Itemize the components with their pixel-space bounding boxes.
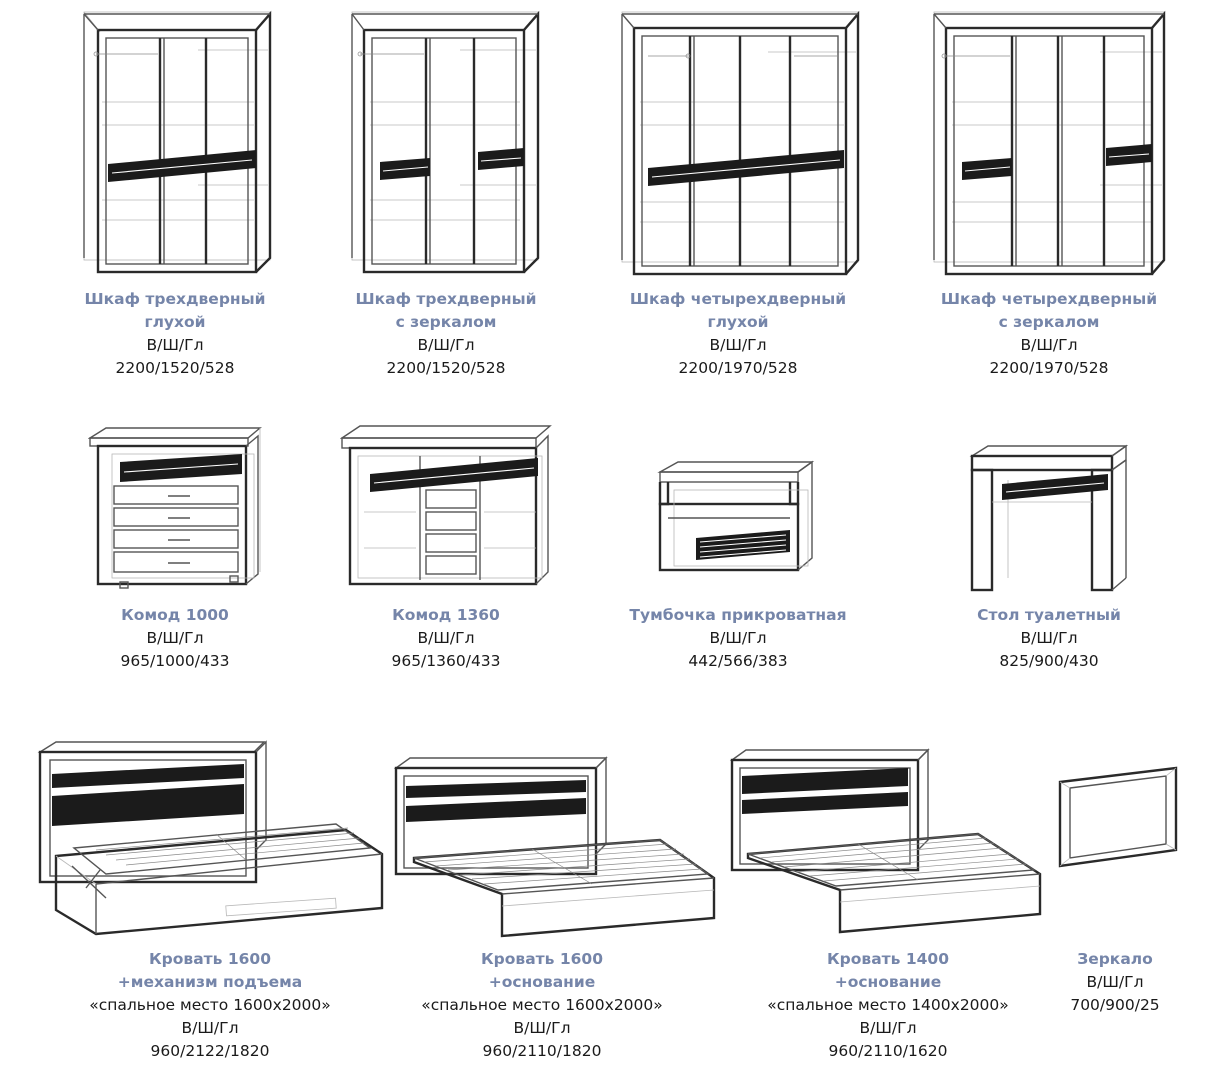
dimensions-label: В/Ш/Гл — [1086, 973, 1144, 991]
product-name: Шкаф трехдверный — [355, 290, 537, 308]
dimensions-label: В/Ш/Гл — [1020, 336, 1078, 354]
dimensions-label: В/Ш/Гл — [513, 1019, 571, 1037]
product-name: Кровать 1400 — [826, 950, 949, 968]
product-name: +основание — [834, 973, 942, 991]
dimensions-value: 960/2110/1820 — [482, 1042, 602, 1060]
wardrobe-3-door-mirror-icon — [351, 10, 540, 274]
dimensions-label: В/Ш/Гл — [417, 336, 475, 354]
dimensions-value: 960/2122/1820 — [150, 1042, 270, 1060]
dimensions-value: 965/1360/433 — [391, 652, 501, 670]
product-name: +основание — [488, 973, 596, 991]
dimensions-label: В/Ш/Гл — [146, 336, 204, 354]
dimensions-label: В/Ш/Гл — [146, 629, 204, 647]
dimensions-label: В/Ш/Гл — [417, 629, 475, 647]
dimensions-label: В/Ш/Гл — [709, 336, 767, 354]
sleeping-area: «спальное место 1600х2000» — [89, 996, 331, 1014]
product-name: Шкаф четырехдверный — [629, 290, 847, 308]
product-name: Зеркало — [1077, 950, 1153, 968]
dimensions-value: 2200/1520/528 — [115, 359, 235, 377]
bedside-table-icon — [657, 460, 815, 572]
dimensions-value: 700/900/25 — [1070, 996, 1160, 1014]
wardrobe-4-door-mirror-icon — [933, 10, 1166, 276]
product-name: Тумбочка прикроватная — [629, 606, 847, 624]
sleeping-area: «спальное место 1400х2000» — [767, 996, 1009, 1014]
dimensions-value: 825/900/430 — [999, 652, 1099, 670]
dimensions-label: В/Ш/Гл — [181, 1019, 239, 1037]
dimensions-value: 2200/1970/528 — [678, 359, 798, 377]
product-name: Шкаф четырехдверный — [940, 290, 1158, 308]
dimensions-value: 965/1000/433 — [120, 652, 230, 670]
product-name: глухой — [707, 313, 769, 331]
bed-base-icon — [393, 756, 716, 938]
product-name: глухой — [144, 313, 206, 331]
product-name: Комод 1000 — [121, 606, 229, 624]
dimensions-label: В/Ш/Гл — [859, 1019, 917, 1037]
chest-of-drawers-icon — [88, 427, 262, 589]
dressing-table-icon — [969, 444, 1129, 592]
dimensions-value: 960/2110/1620 — [828, 1042, 948, 1060]
product-name: +механизм подъема — [117, 973, 303, 991]
product-name: Шкаф трехдверный — [84, 290, 266, 308]
dimensions-value: 2200/1520/528 — [386, 359, 506, 377]
dimensions-value: 2200/1970/528 — [989, 359, 1109, 377]
product-name: Комод 1360 — [392, 606, 500, 624]
product-name: Стол туалетный — [977, 606, 1121, 624]
product-name: с зеркалом — [998, 313, 1100, 331]
bed-lift-icon — [37, 740, 384, 936]
bed-base-icon — [729, 748, 1042, 934]
product-name: Кровать 1600 — [148, 950, 271, 968]
chest-of-drawers-wide-icon — [340, 425, 552, 586]
sleeping-area: «спальное место 1600х2000» — [421, 996, 663, 1014]
wardrobe-4-door-solid-icon — [621, 10, 860, 276]
dimensions-value: 442/566/383 — [688, 652, 788, 670]
mirror-icon — [1058, 766, 1178, 868]
product-name: с зеркалом — [395, 313, 497, 331]
dimensions-label: В/Ш/Гл — [709, 629, 767, 647]
wardrobe-3-door-solid-icon — [83, 10, 272, 274]
product-name: Кровать 1600 — [480, 950, 603, 968]
dimensions-label: В/Ш/Гл — [1020, 629, 1078, 647]
